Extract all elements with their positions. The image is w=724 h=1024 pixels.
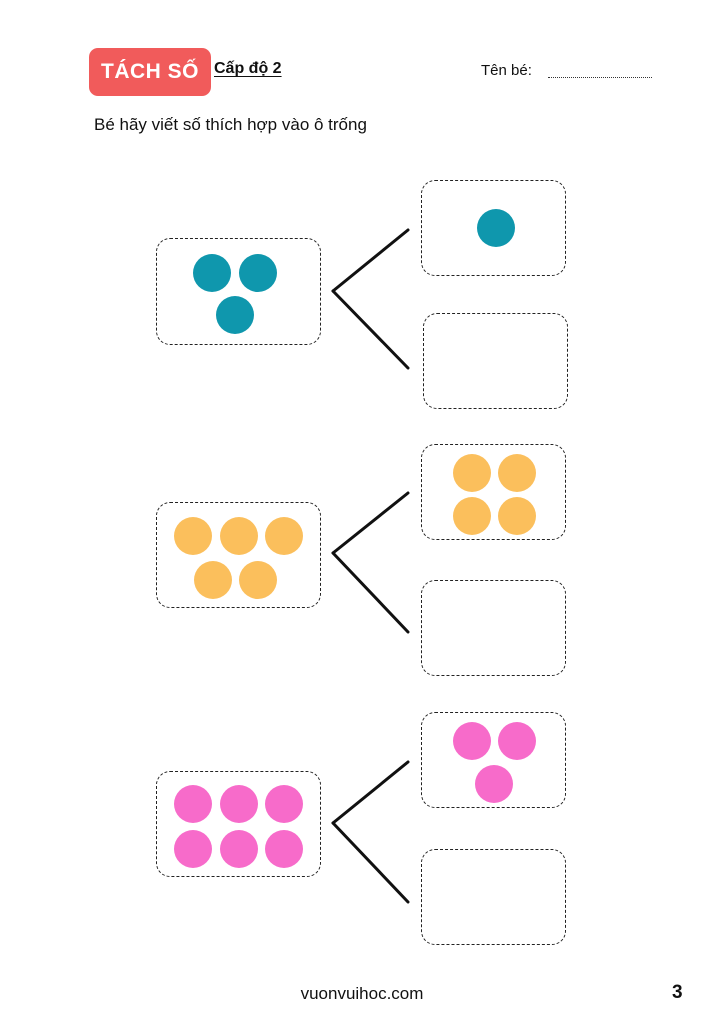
child-name-field[interactable]	[548, 77, 652, 78]
total-box-3	[156, 771, 321, 877]
footer-site: vuonvuihoc.com	[300, 984, 424, 1003]
orange-dot	[498, 454, 536, 492]
answer-box-2[interactable]	[421, 580, 566, 676]
answer-box-1[interactable]	[423, 313, 568, 409]
pink-dot	[498, 722, 536, 760]
teal-dot	[239, 254, 277, 292]
pink-dot	[220, 830, 258, 868]
teal-dot	[193, 254, 231, 292]
part-box-2a	[421, 444, 566, 540]
orange-dot	[265, 517, 303, 555]
part-box-3a	[421, 712, 566, 808]
pink-dot	[174, 830, 212, 868]
pink-dot	[220, 785, 258, 823]
child-name-label: Tên bé:	[481, 62, 532, 79]
orange-dot	[174, 517, 212, 555]
pink-dot	[174, 785, 212, 823]
orange-dot	[239, 561, 277, 599]
orange-dot	[453, 454, 491, 492]
total-box-1	[156, 238, 321, 345]
branch-line-2-up	[331, 491, 410, 555]
orange-dot	[453, 497, 491, 535]
branch-line-3-up	[331, 760, 410, 825]
orange-dot	[498, 497, 536, 535]
branch-line-2-down	[331, 551, 410, 634]
part-box-1a	[421, 180, 566, 276]
pink-dot	[475, 765, 513, 803]
answer-box-3[interactable]	[421, 849, 566, 945]
pink-dot	[265, 785, 303, 823]
branch-line-1-down	[331, 289, 410, 370]
teal-dot	[216, 296, 254, 334]
instruction-text: Bé hãy viết số thích hợp vào ô trống	[94, 115, 367, 134]
total-box-2	[156, 502, 321, 608]
title-badge: TÁCH SỐ	[89, 48, 211, 96]
level-label: Cấp độ 2	[214, 60, 282, 77]
orange-dot	[220, 517, 258, 555]
teal-dot	[477, 209, 515, 247]
pink-dot	[265, 830, 303, 868]
branch-line-3-down	[331, 821, 410, 904]
pink-dot	[453, 722, 491, 760]
orange-dot	[194, 561, 232, 599]
page-number: 3	[672, 982, 683, 1003]
branch-line-1-up	[331, 228, 410, 293]
